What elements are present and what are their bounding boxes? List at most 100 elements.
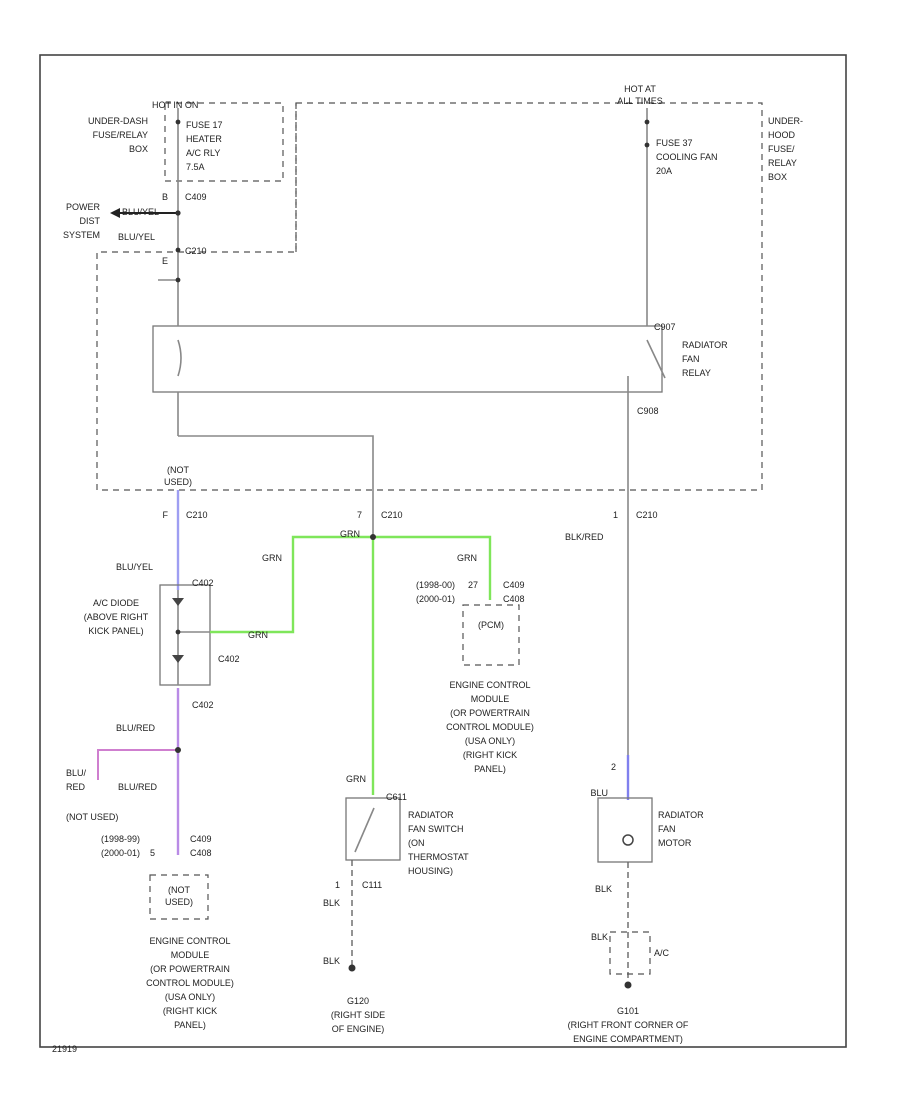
power-dist-label-3: SYSTEM xyxy=(63,230,100,240)
fuse17-label-4: 7.5A xyxy=(186,162,205,172)
diode-symbol-icon xyxy=(172,598,184,606)
radiator-fan-motor-box xyxy=(597,797,653,863)
wire-relay-to-c210 xyxy=(178,435,374,490)
blu-red-label-1: BLU/RED xyxy=(116,723,156,733)
radiator-fan-relay-label-3: RELAY xyxy=(682,368,711,378)
blu-red-label-2: BLU/RED xyxy=(118,782,158,792)
pin-1-c210-label: 1 xyxy=(613,510,618,520)
c402-b-label: C402 xyxy=(218,654,240,664)
underdash-fuse-box-outline xyxy=(164,102,284,182)
grn-label-3: GRN xyxy=(457,553,477,563)
connector-dot xyxy=(175,119,181,125)
blk-label-2: BLK xyxy=(323,956,340,966)
blu-yel-label-2: BLU/YEL xyxy=(118,232,155,242)
splice-dot xyxy=(175,747,181,753)
fan-motor-label-3: MOTOR xyxy=(658,838,692,848)
pin-5-label: 5 xyxy=(150,848,155,858)
radiator-fan-relay-housing xyxy=(152,325,663,393)
c402-a-label: C402 xyxy=(192,578,214,588)
g101-label-2: (RIGHT FRONT CORNER OF xyxy=(568,1020,689,1030)
ecm-years-a-1: (1998-00) xyxy=(416,580,455,590)
grn-label-2: GRN xyxy=(262,553,282,563)
connector-dot xyxy=(175,247,181,253)
c210-top-label: C210 xyxy=(185,246,207,256)
fuse17-label-3: A/C RLY xyxy=(186,148,220,158)
underhood-box-label-3: FUSE/ xyxy=(768,144,795,154)
pin-2-label: 2 xyxy=(611,762,616,772)
fuse17-label-1: FUSE 17 xyxy=(186,120,223,130)
fan-motor-label-2: FAN xyxy=(658,824,676,834)
wire-blu-red-branch xyxy=(97,749,178,780)
not-used-box-2: USED) xyxy=(165,897,193,907)
power-dist-label-1: POWER xyxy=(66,202,101,212)
blk-label-3: BLK xyxy=(595,884,612,894)
underhood-box-label-1: UNDER- xyxy=(768,116,803,126)
hot-at-all-times-1: HOT AT xyxy=(624,84,656,94)
ecm-left-label-5: (USA ONLY) xyxy=(165,992,215,1002)
ac-capacitor-label: A/C xyxy=(654,948,670,958)
ecm-mid-label-2: MODULE xyxy=(471,694,510,704)
wire-grn-diode-to-ecm xyxy=(210,535,492,634)
blk-label-1: BLK xyxy=(323,898,340,908)
not-used-top-1: (NOT xyxy=(167,465,189,475)
ecm-mid-label-7: PANEL) xyxy=(474,764,506,774)
fan-switch-label-5: HOUSING) xyxy=(408,866,453,876)
underdash-fuse-box-label-2: FUSE/RELAY xyxy=(93,130,148,140)
fan-switch-label-3: (ON xyxy=(408,838,425,848)
hot-at-all-times-2: ALL TIMES xyxy=(617,96,663,106)
underhood-box-label-4: RELAY xyxy=(768,158,797,168)
fuse17-label-2: HEATER xyxy=(186,134,222,144)
c611-label: C611 xyxy=(386,792,407,802)
ecm-c409-label: C409 xyxy=(503,580,525,590)
pin-1-c111-label: 1 xyxy=(335,880,340,890)
pin-e-label: E xyxy=(162,256,168,266)
ac-diode-label-3: KICK PANEL) xyxy=(88,626,143,636)
ecm-left-label-3: (OR POWERTRAIN xyxy=(150,964,230,974)
radiator-fan-relay-label-2: FAN xyxy=(682,354,700,364)
underdash-fuse-box-label-1: UNDER-DASH xyxy=(88,116,148,126)
ecm-years-b-1: (1998-99) xyxy=(101,834,140,844)
connector-dot xyxy=(644,119,650,125)
ecm-c408-label: C408 xyxy=(503,594,525,604)
c210-c-label: C210 xyxy=(636,510,658,520)
splice-dot xyxy=(370,534,376,540)
not-used-box-1: (NOT xyxy=(168,885,190,895)
hot-in-on-label: HOT IN ON xyxy=(152,100,198,110)
relay-connector-label: C907 xyxy=(654,322,676,332)
ac-capacitor-box xyxy=(609,931,651,975)
g101-label-1: G101 xyxy=(617,1006,639,1016)
ground-g101-icon xyxy=(624,981,632,989)
blu-red-side-1: BLU/ xyxy=(66,768,87,778)
c402-c-label: C402 xyxy=(192,700,214,710)
ecm-mid-label-1: ENGINE CONTROL xyxy=(449,680,530,690)
grn-label-4: GRN xyxy=(248,630,268,640)
relay-switch-contact xyxy=(646,339,666,379)
pin-27-label: 27 xyxy=(468,580,478,590)
underhood-relay-box-outline xyxy=(96,102,763,491)
ecm-left-label-1: ENGINE CONTROL xyxy=(149,936,230,946)
blu-red-side-2: RED xyxy=(66,782,86,792)
ecm-mid-label-3: (OR POWERTRAIN xyxy=(450,708,530,718)
ecm-middle-box xyxy=(462,604,520,666)
relay-coil xyxy=(177,339,182,377)
fuse37-label-2: COOLING FAN xyxy=(656,152,718,162)
fan-motor-label-1: RADIATOR xyxy=(658,810,704,820)
ground-g120-icon xyxy=(348,964,356,972)
fuse37-label-3: 20A xyxy=(656,166,672,176)
pin-f-label: F xyxy=(163,510,169,520)
ecm-left-box xyxy=(149,874,209,920)
power-dist-arrow-icon xyxy=(110,208,120,218)
power-dist-label-2: DIST xyxy=(79,216,100,226)
radiator-fan-switch-box xyxy=(345,797,401,861)
ecm-left-label-4: CONTROL MODULE) xyxy=(146,978,234,988)
fan-switch-label-1: RADIATOR xyxy=(408,810,454,820)
connector-dot xyxy=(175,277,181,283)
blk-red-label: BLK/RED xyxy=(565,532,604,542)
c409-top-label: C409 xyxy=(185,192,207,202)
blu-yel-label-3: BLU/YEL xyxy=(116,562,153,572)
pin-b-label: B xyxy=(162,192,168,202)
ac-diode-label-1: A/C DIODE xyxy=(93,598,139,608)
c111-label: C111 xyxy=(362,880,382,890)
ecm-years-b-2: (2000-01) xyxy=(101,848,140,858)
